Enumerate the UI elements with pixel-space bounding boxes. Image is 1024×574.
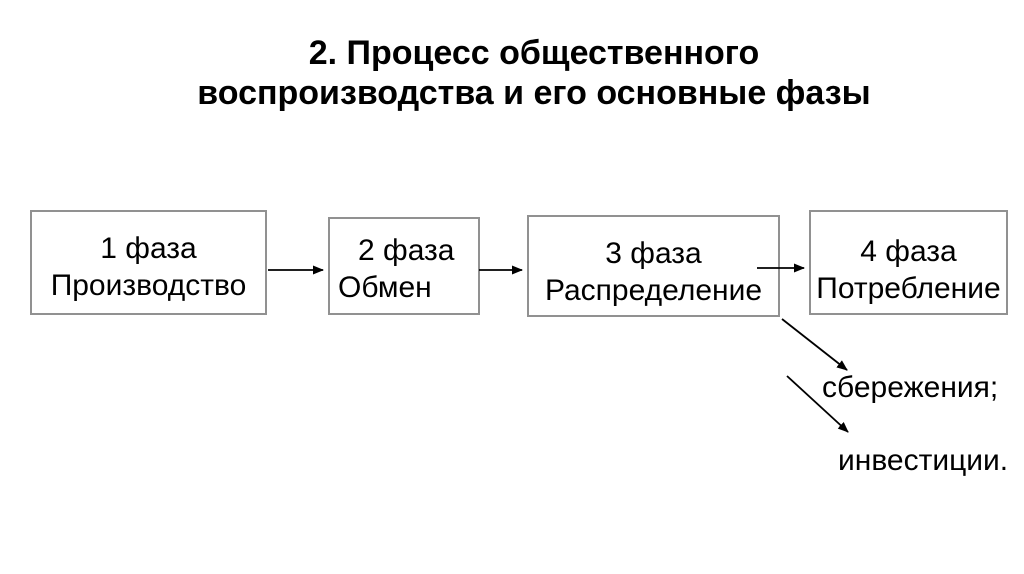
slide-title-line-2: воспроизводства и его основные фазы: [197, 74, 871, 112]
phase-1-number: 1 фаза: [100, 231, 197, 265]
phase-4-box: 4 фаза Потребление: [809, 210, 1008, 315]
phase-2-name: Обмен: [338, 271, 432, 304]
savings-label: сбережения;: [822, 371, 999, 404]
phase-3-name: Распределение: [544, 274, 763, 307]
phase-3-number: 3 фаза: [605, 237, 702, 270]
phase-3-box: 3 фаза Распределение: [527, 215, 780, 317]
slide-title-line-1: 2. Процесс общественного: [308, 34, 760, 72]
investments-label: инвестиции.: [838, 444, 1009, 477]
phase-1-box: 1 фаза Производство: [30, 210, 267, 315]
phase-4-name: Потребление: [816, 271, 1001, 305]
arrow-to-savings: [781, 318, 848, 371]
phase-2-number: 2 фаза: [358, 234, 455, 267]
phase-4-number: 4 фаза: [860, 234, 957, 268]
phase-2-box: 2 фаза Обмен: [328, 217, 480, 315]
slide-title: 2. Процесс общественного воспроизводства…: [44, 33, 1024, 113]
phase-1-name: Производство: [50, 268, 247, 302]
